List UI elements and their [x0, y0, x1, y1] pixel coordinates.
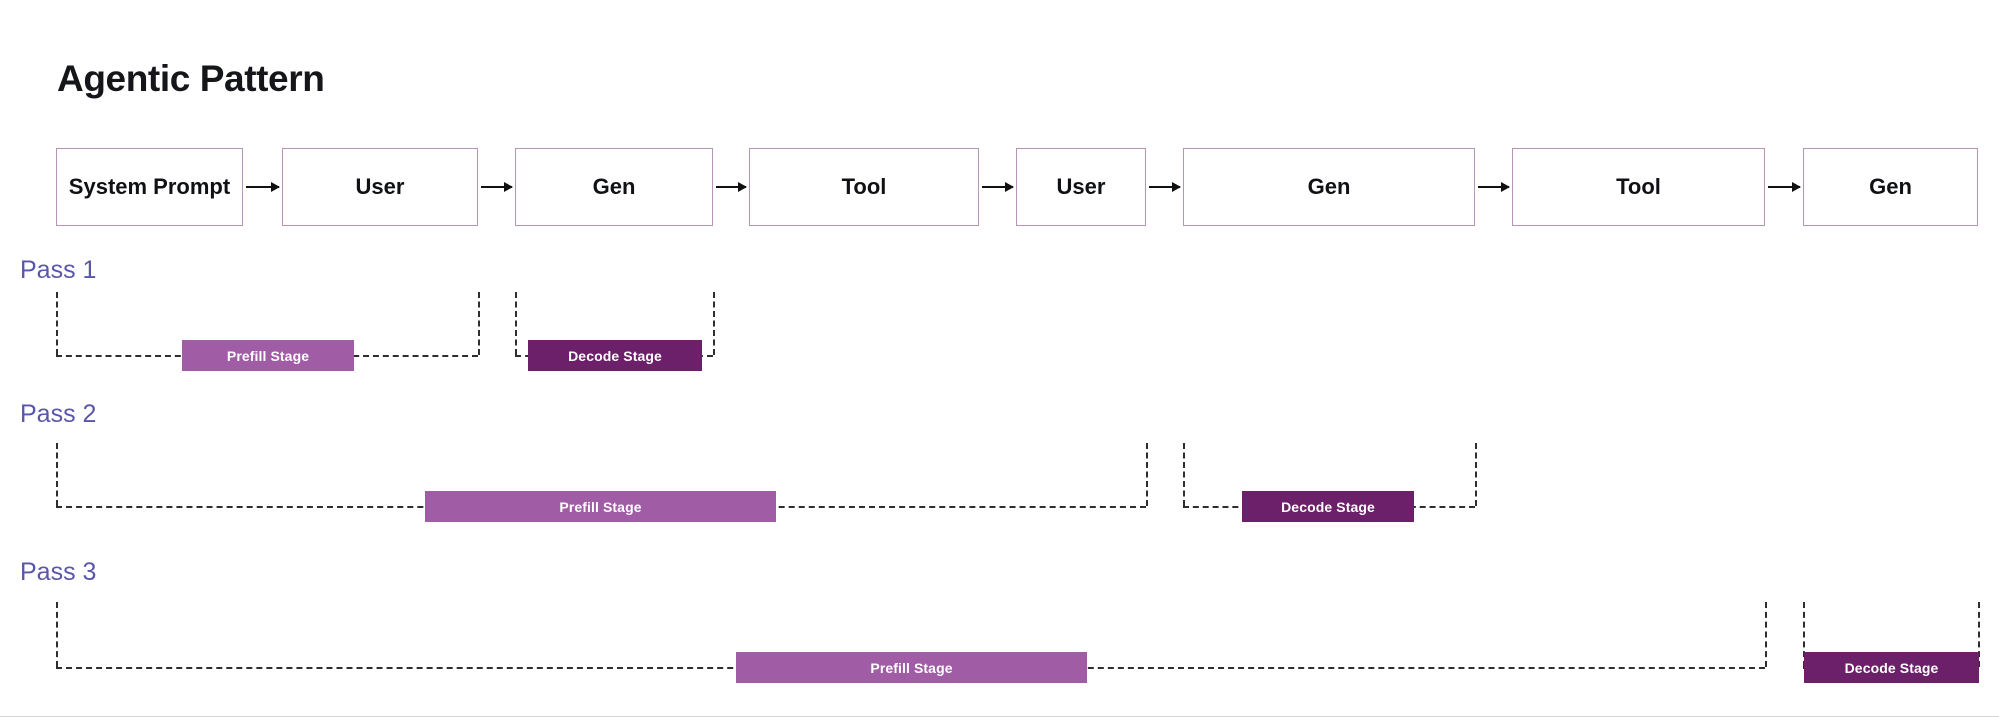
- pipeline-box-system-prompt-0[interactable]: System Prompt: [56, 148, 243, 226]
- pass-3-bracket-0-leg-1: [1765, 602, 1767, 667]
- pass-1-bracket-0-leg-0: [56, 292, 58, 355]
- pipeline-box-label: Gen: [1307, 174, 1351, 199]
- pass-label-2: Pass 2: [20, 400, 97, 428]
- prefill-stage-bar-pass-2[interactable]: Prefill Stage: [425, 491, 776, 522]
- pipeline-box-label: Tool: [841, 174, 887, 199]
- pass-2-bracket-1-leg-1: [1475, 443, 1477, 506]
- pass-2-bracket-1-leg-0: [1183, 443, 1185, 506]
- pipeline-box-user-4[interactable]: User: [1016, 148, 1146, 226]
- flow-arrow-icon-3: [982, 182, 1014, 192]
- flow-arrow-icon-4: [1149, 182, 1181, 192]
- pipeline-box-label: User: [1056, 174, 1106, 199]
- flow-arrow-icon-6: [1768, 182, 1801, 192]
- decode-stage-bar-pass-1[interactable]: Decode Stage: [528, 340, 702, 371]
- pass-label-3: Pass 3: [20, 558, 97, 586]
- pipeline-box-gen-5[interactable]: Gen: [1183, 148, 1475, 226]
- decode-stage-bar-pass-2[interactable]: Decode Stage: [1242, 491, 1414, 522]
- flow-arrow-icon-1: [481, 182, 513, 192]
- prefill-stage-label: Prefill Stage: [559, 498, 642, 515]
- pass-1-bracket-1-leg-1: [713, 292, 715, 355]
- bottom-divider: [0, 716, 1999, 717]
- decode-stage-label: Decode Stage: [1844, 659, 1939, 676]
- pass-3-bracket-1-leg-1: [1978, 602, 1980, 667]
- flow-arrow-icon-0: [246, 182, 280, 192]
- pipeline-box-label: User: [355, 174, 405, 199]
- pipeline-box-label: Tool: [1616, 174, 1661, 199]
- pipeline-box-label: Gen: [592, 174, 636, 199]
- decode-stage-label: Decode Stage: [568, 347, 662, 364]
- pipeline-box-tool-3[interactable]: Tool: [749, 148, 979, 226]
- prefill-stage-label: Prefill Stage: [226, 347, 310, 364]
- pipeline-box-user-1[interactable]: User: [282, 148, 478, 226]
- flow-arrow-icon-5: [1478, 182, 1510, 192]
- pipeline-box-gen-2[interactable]: Gen: [515, 148, 713, 226]
- decode-stage-label: Decode Stage: [1281, 498, 1375, 515]
- pass-1-bracket-0-leg-1: [478, 292, 480, 355]
- pass-3-bracket-1-leg-0: [1803, 602, 1805, 667]
- prefill-stage-label: Prefill Stage: [870, 659, 953, 676]
- pipeline-box-tool-6[interactable]: Tool: [1512, 148, 1765, 226]
- pass-label-1: Pass 1: [20, 256, 97, 284]
- pipeline-box-gen-7[interactable]: Gen: [1803, 148, 1978, 226]
- pipeline-box-label: Gen: [1869, 174, 1912, 199]
- prefill-stage-bar-pass-3[interactable]: Prefill Stage: [736, 652, 1087, 683]
- flow-arrow-icon-2: [716, 182, 747, 192]
- pass-3-bracket-0-leg-0: [56, 602, 58, 667]
- prefill-stage-bar-pass-1[interactable]: Prefill Stage: [182, 340, 354, 371]
- pass-1-bracket-1-leg-0: [515, 292, 517, 355]
- pipeline-box-label: System Prompt: [68, 174, 231, 199]
- pass-2-bracket-0-leg-1: [1146, 443, 1148, 506]
- page-title: Agentic Pattern: [57, 58, 325, 99]
- pass-2-bracket-0-leg-0: [56, 443, 58, 506]
- decode-stage-bar-pass-3[interactable]: Decode Stage: [1804, 652, 1979, 683]
